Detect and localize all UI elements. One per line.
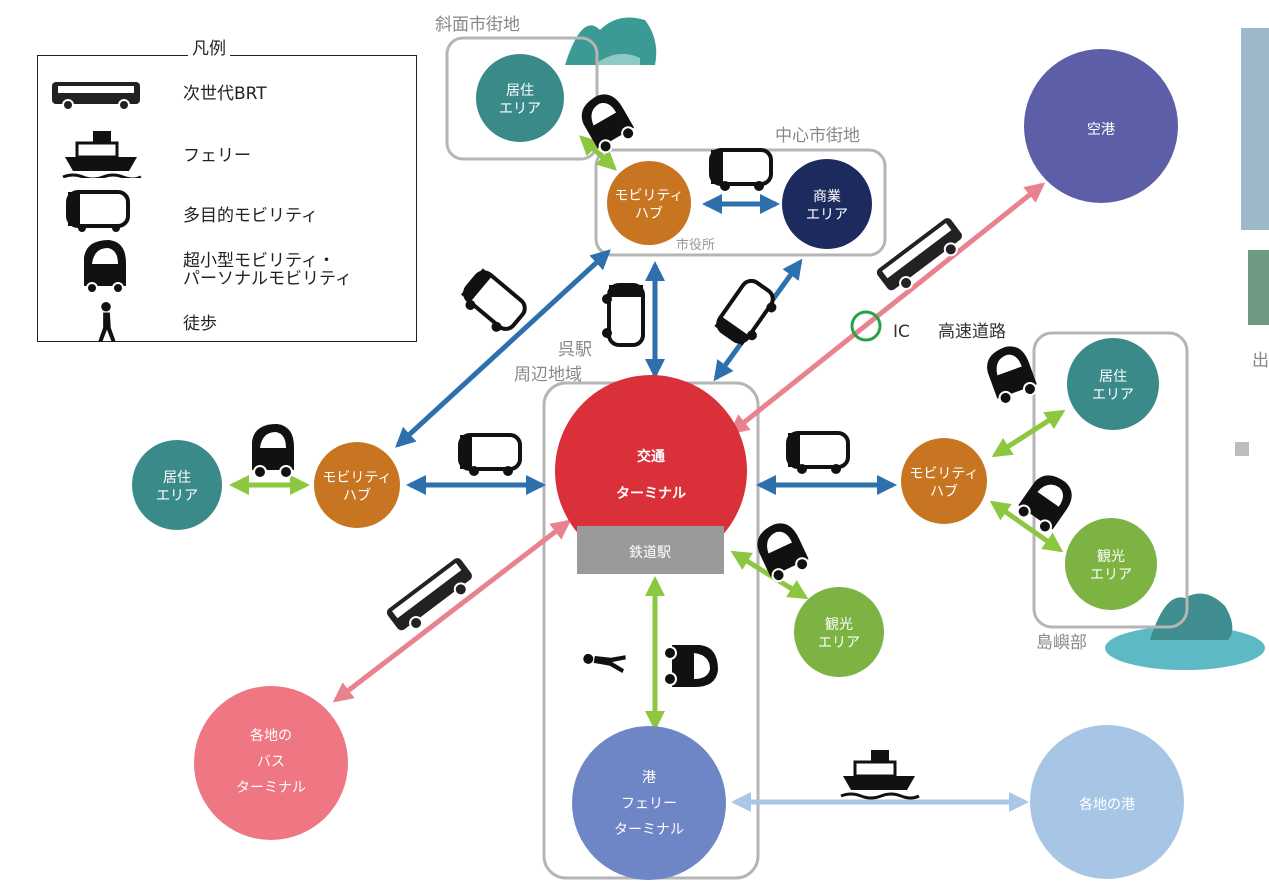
multi-mobility-icon	[66, 190, 130, 232]
ic-label: IC	[893, 322, 910, 342]
arrow-slope-res-center-hub	[579, 135, 617, 171]
photo-fragment	[1241, 28, 1269, 325]
svg-text:居住: 居住	[163, 470, 191, 486]
svg-text:港: 港	[642, 770, 656, 786]
ferry-icon	[62, 131, 142, 178]
arrow-station-center-tour	[730, 550, 809, 600]
micro-mobility-icon	[757, 523, 810, 583]
multi-mobility-icon	[709, 148, 773, 191]
svg-text:ハブ: ハブ	[930, 483, 958, 500]
svg-text:エリア: エリア	[156, 488, 198, 504]
svg-text:ターミナル: ターミナル	[614, 822, 684, 838]
city-hall-label: 市役所	[676, 237, 715, 253]
svg-text:鉄道駅: 鉄道駅	[629, 545, 671, 561]
region-center-label: 中心市街地	[775, 126, 860, 146]
micro-mobility-icon	[1016, 475, 1072, 534]
svg-text:居住: 居住	[506, 83, 534, 99]
micro-mobility-icon	[84, 240, 126, 294]
region-island-label: 島嶼部	[1036, 633, 1087, 653]
ic-circle	[850, 310, 882, 342]
node-port-ferry-terminal: 港 フェリー ターミナル	[572, 726, 726, 880]
node-bus-terminals: 各地の バス ターミナル	[194, 686, 348, 840]
bullet-square	[1235, 442, 1249, 456]
hill-illustration	[565, 17, 657, 66]
svg-text:ハブ: ハブ	[635, 205, 663, 222]
multi-mobility-icon	[602, 283, 645, 347]
node-right-tourism: 観光 エリア	[1065, 518, 1157, 610]
svg-text:フェリー: フェリー	[621, 796, 677, 812]
arrow-terminal-bus	[332, 519, 572, 703]
multi-mobility-icon	[786, 431, 850, 474]
legend-micro-label-1: 超小型モビリティ・	[183, 251, 335, 271]
multi-mobility-icon	[714, 278, 777, 346]
svg-text:観光: 観光	[1097, 548, 1125, 565]
node-right-residential: 居住 エリア	[1067, 338, 1159, 430]
svg-text:エリア: エリア	[818, 635, 860, 651]
arrow-highway-airport	[728, 182, 1046, 435]
legend-brt-label: 次世代BRT	[183, 84, 267, 104]
svg-text:空港: 空港	[1087, 122, 1115, 138]
svg-text:エリア: エリア	[499, 101, 541, 117]
arrows	[229, 135, 1066, 812]
svg-text:観光: 観光	[825, 616, 853, 633]
ferry-icon	[840, 750, 920, 800]
legend-micro-label-2: パーソナルモビリティ	[183, 269, 352, 289]
micro-mobility-icon	[987, 346, 1037, 405]
highway-label: 高速道路	[938, 322, 1006, 342]
bus-icon	[386, 558, 472, 631]
node-left-residential: 居住 エリア	[132, 440, 222, 530]
node-center-hub: モビリティ ハブ	[607, 161, 691, 245]
region-kure-label-2: 周辺地域	[514, 365, 582, 385]
railway-station-box: 鉄道駅	[577, 526, 724, 574]
multi-mobility-icon	[458, 433, 522, 476]
partial-text: 出	[1252, 351, 1269, 371]
node-left-hub: モビリティ ハブ	[314, 442, 400, 528]
node-airport: 空港	[1024, 49, 1178, 203]
svg-text:居住: 居住	[1099, 369, 1127, 385]
bus-icon	[876, 218, 962, 291]
svg-text:モビリティ: モビリティ	[909, 466, 978, 482]
legend-title: 凡例	[188, 34, 230, 59]
arrow-center-hub-left-hub	[395, 249, 611, 448]
walking-person-icon	[583, 653, 626, 674]
node-right-hub: モビリティ ハブ	[901, 438, 987, 524]
bus-icon	[52, 82, 140, 110]
node-center-tourism: 観光 エリア	[794, 587, 884, 677]
arrow-right-hub-res	[991, 409, 1066, 458]
micro-mobility-icon	[663, 645, 718, 687]
micro-mobility-icon	[581, 94, 636, 154]
svg-text:エリア: エリア	[1090, 567, 1132, 583]
legend: 凡例 次世代BRT フェリー 多目的モビリティ 超小型モビリティ・ パーソナルモ…	[37, 34, 417, 343]
node-transport-terminal: 交通 ターミナル	[555, 375, 747, 567]
svg-text:ターミナル: ターミナル	[616, 486, 686, 502]
node-slope-residential: 居住 エリア	[476, 54, 564, 142]
svg-text:交通: 交通	[637, 448, 665, 465]
legend-ferry-label: フェリー	[183, 146, 251, 166]
svg-text:エリア: エリア	[1092, 387, 1134, 403]
multi-mobility-icon	[461, 268, 527, 332]
region-kure-label-1: 呉駅	[558, 340, 592, 360]
arrow-right-hub-tour	[989, 500, 1064, 553]
svg-text:各地の: 各地の	[250, 728, 292, 744]
legend-multi-label: 多目的モビリティ	[183, 206, 318, 226]
node-commerce: 商業 エリア	[782, 159, 872, 249]
region-island-box	[1032, 331, 1189, 629]
walking-person-icon	[98, 301, 116, 343]
svg-text:ハブ: ハブ	[343, 487, 371, 504]
region-slope-label: 斜面市街地	[435, 15, 520, 35]
legend-walk-label: 徒歩	[183, 314, 217, 334]
micro-mobility-icon	[252, 424, 294, 479]
svg-text:モビリティ: モビリティ	[614, 188, 683, 204]
svg-text:ターミナル: ターミナル	[236, 780, 306, 796]
svg-text:バス: バス	[257, 754, 285, 770]
node-other-ports: 各地の港	[1030, 725, 1184, 879]
svg-text:各地の港: 各地の港	[1079, 797, 1135, 813]
svg-text:モビリティ: モビリティ	[322, 470, 391, 486]
svg-text:商業: 商業	[813, 189, 841, 205]
svg-text:エリア: エリア	[806, 207, 848, 223]
